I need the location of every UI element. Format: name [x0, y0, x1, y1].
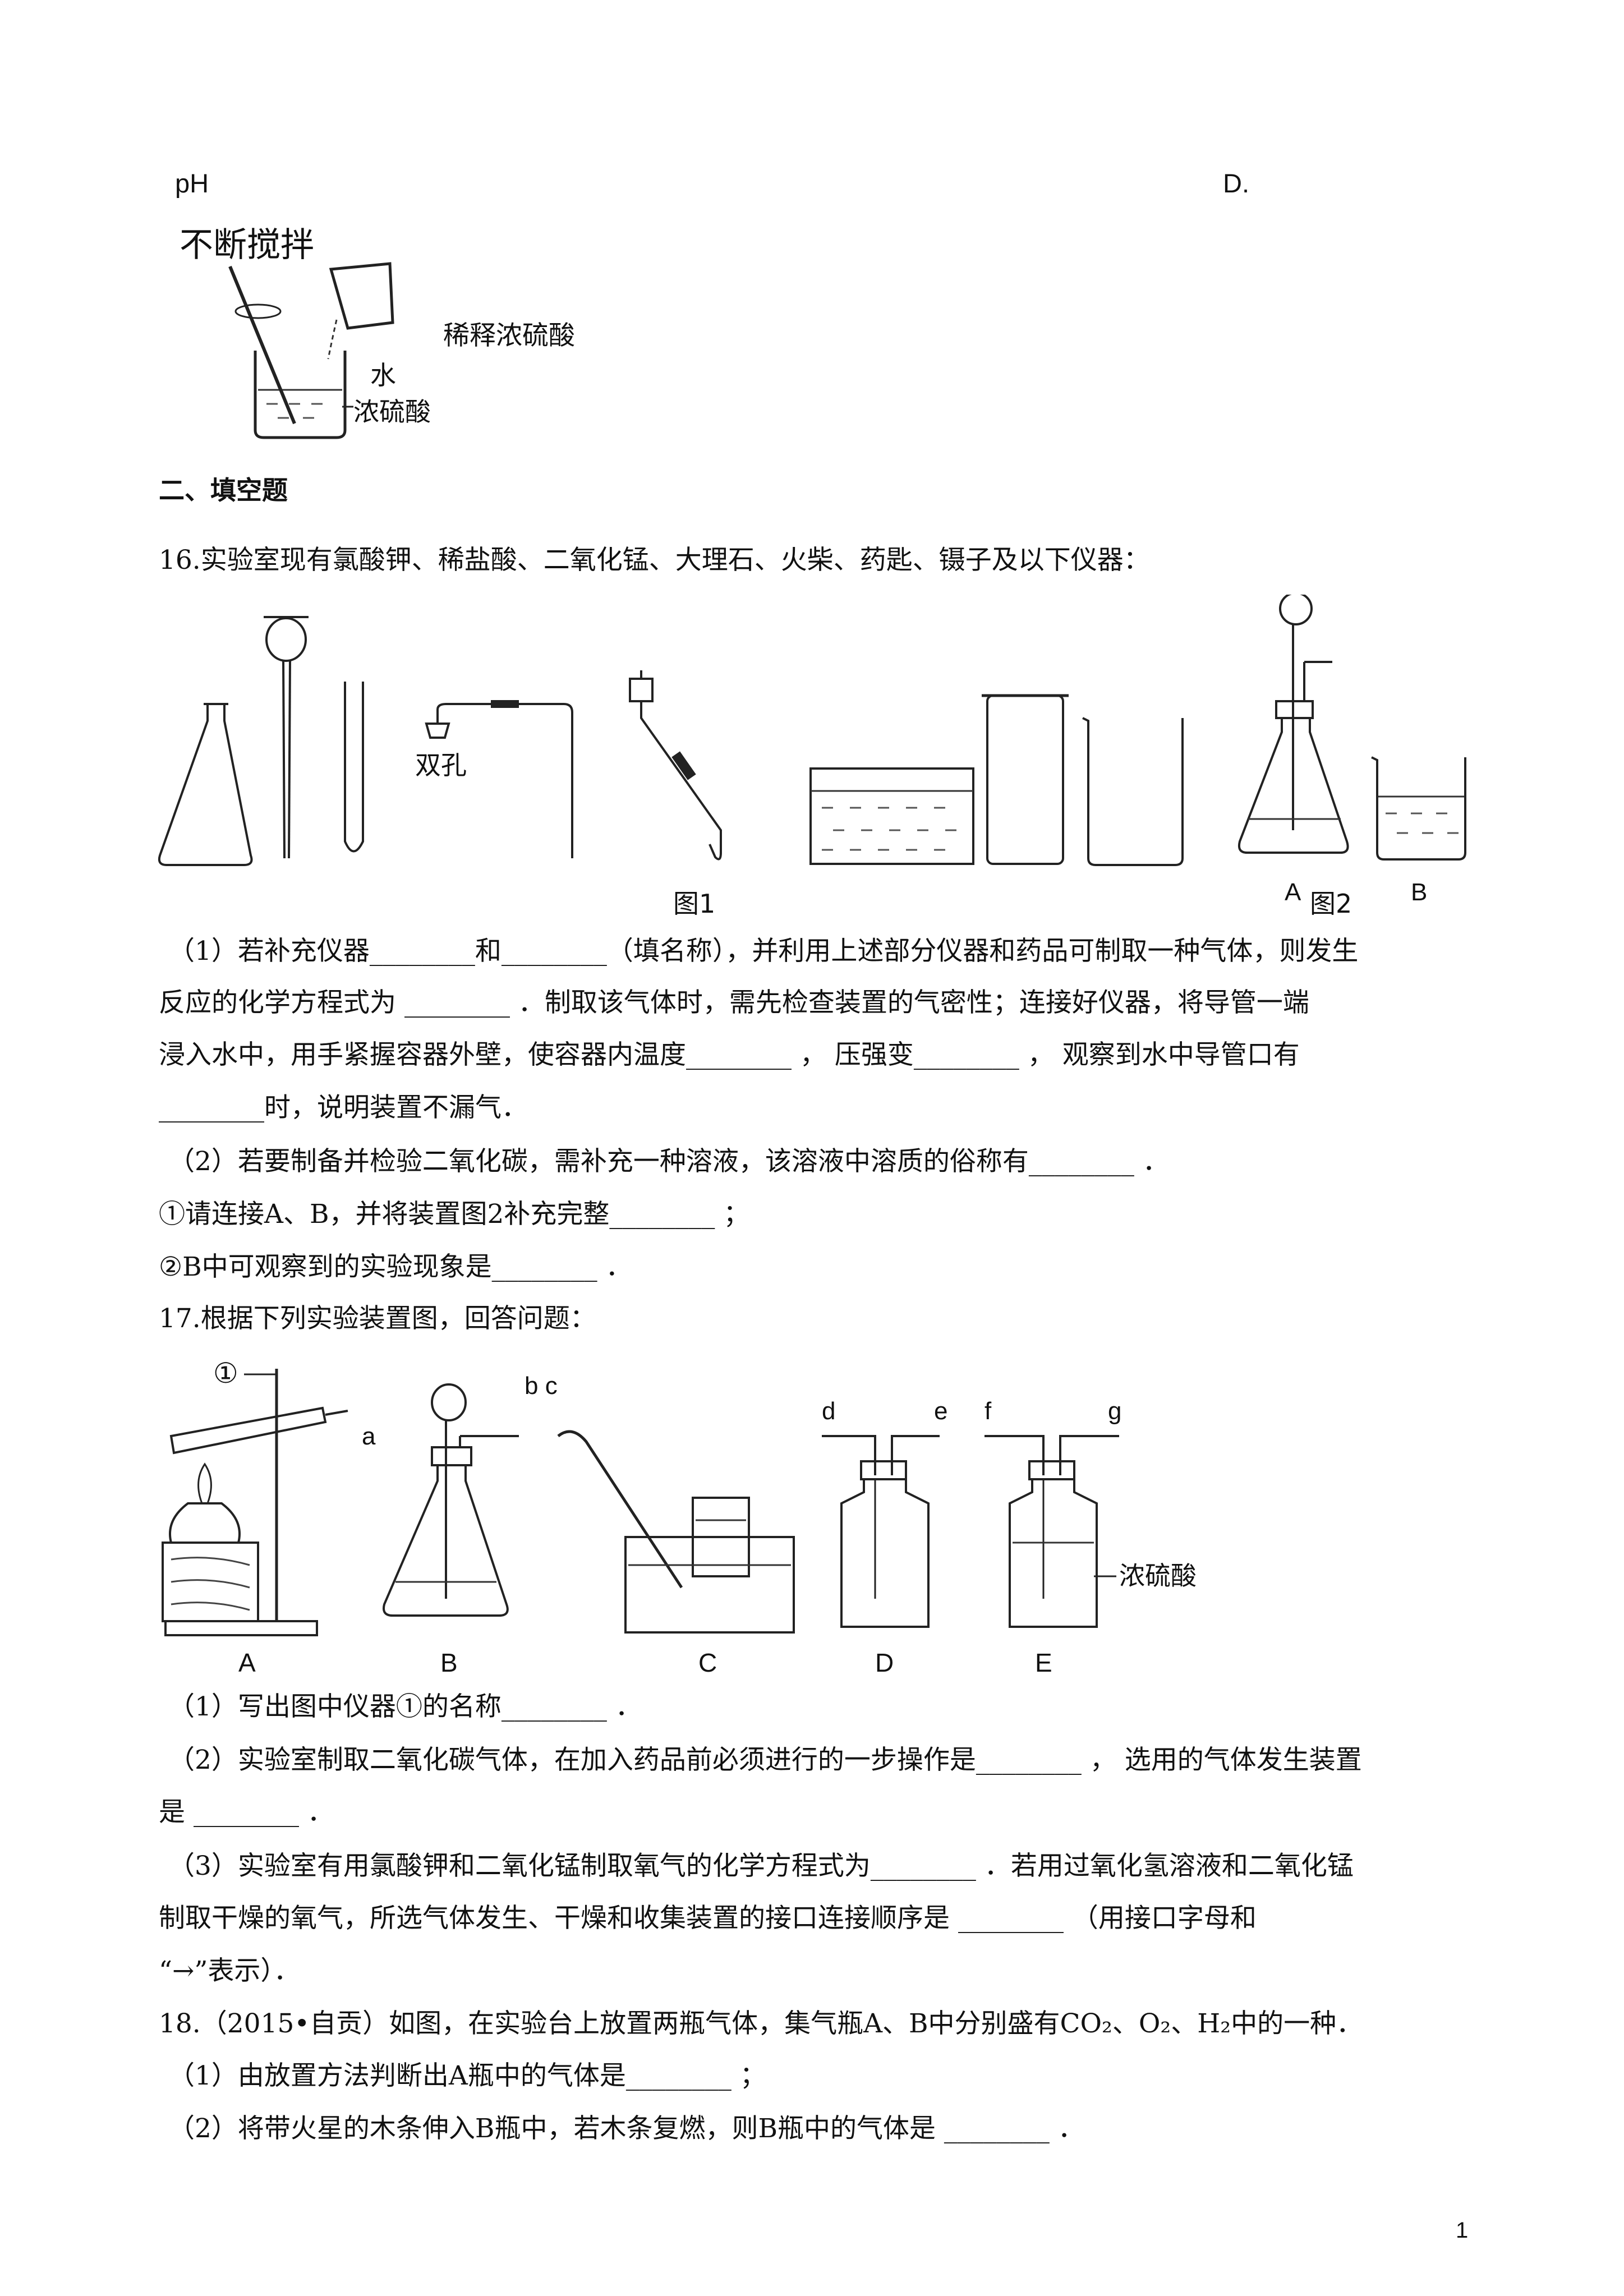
q17-apparatus-figure: ① a b c d e f g: [154, 1352, 1248, 1683]
q16-figure-1: 双孔 A: [154, 592, 1512, 909]
fig2-b-label: B: [1411, 878, 1427, 906]
q16-part2-line2: ①请连接A、B，并将装置图2补充完整________ ；: [159, 1199, 750, 1230]
q17-part2-line2: 是 ________ ．: [159, 1797, 334, 1828]
dilute-acid-figure: 不断搅拌 水 浓硫酸: [168, 222, 449, 440]
water-label: 水: [370, 361, 396, 390]
caption-e: E: [1035, 1648, 1052, 1677]
q16-part1-line2: 反应的化学方程式为 ________ ．制取该气体时，需先检查装置的气密性；连接…: [159, 987, 1309, 1018]
q17-part3-line1: （3）实验室有用氯酸钾和二氧化锰制取氧气的化学方程式为________ ．若用过…: [168, 1851, 1354, 1881]
q16-part1-line3: 浸入水中，用手紧握容器外壁，使容器内温度________ ， 压强变______…: [159, 1039, 1300, 1070]
q16-part1-line4: ________时，说明装置不漏气．: [159, 1092, 528, 1123]
caption-a: A: [238, 1648, 256, 1677]
acid-label: 浓硫酸: [353, 397, 431, 426]
q17-part3-line3: “→”表示）．: [159, 1955, 300, 1986]
q16-part2-line3: ②B中可观察到的实验现象是________ ．: [159, 1251, 632, 1282]
two-hole-label: 双孔: [415, 751, 467, 780]
port-f-label: f: [984, 1397, 992, 1425]
q16-stem: 16.实验室现有氯酸钾、稀盐酸、二氧化锰、大理石、火柴、药匙、镊子及以下仪器：: [159, 545, 1150, 576]
page-number: 1: [1456, 2218, 1469, 2243]
fig1-caption: 图1: [673, 889, 716, 919]
q16-part1-line1: （1）若补充仪器________和________（填名称），并利用上述部分仪器…: [168, 936, 1359, 967]
fig2-a-label: A: [1285, 878, 1301, 906]
caption-b: B: [440, 1648, 458, 1677]
port-bc-label: b c: [525, 1372, 558, 1400]
q17-part1: （1）写出图中仪器①的名称________ ．: [168, 1691, 642, 1722]
q18-part1: （1）由放置方法判断出A瓶中的气体是________ ；: [168, 2060, 766, 2091]
instrument-one-label: ①: [213, 1358, 238, 1389]
port-e-label: e: [934, 1397, 947, 1425]
caption-c: C: [698, 1648, 717, 1677]
q16-part2-line1: （2）若要制备并检验二氧化碳，需补充一种溶液，该溶液中溶质的俗称有_______…: [168, 1146, 1169, 1177]
e-acid-label: 浓硫酸: [1119, 1561, 1197, 1590]
q17-stem: 17.根据下列实验装置图，回答问题：: [159, 1303, 596, 1334]
port-g-label: g: [1108, 1397, 1121, 1425]
q18-part2: （2）将带火星的木条伸入B瓶中，若木条复燃，则B瓶中的气体是 ________ …: [168, 2113, 1084, 2144]
fig2-caption: 图2: [1310, 889, 1352, 919]
q18-stem: 18.（2015•自贡）如图，在实验台上放置两瓶气体，集气瓶A、B中分别盛有CO…: [159, 2008, 1363, 2039]
caption-d: D: [875, 1648, 894, 1677]
port-d-label: d: [822, 1397, 835, 1425]
dilute-acid-caption: 稀释浓硫酸: [443, 320, 575, 351]
port-a-label: a: [362, 1423, 376, 1450]
option-d-label: D.: [1223, 168, 1249, 198]
q17-part2-line1: （2）实验室制取二氧化碳气体，在加入药品前必须进行的一步操作是________ …: [168, 1745, 1362, 1775]
stir-label: 不断搅拌: [180, 226, 314, 264]
section-title: 二、填空题: [159, 475, 288, 505]
ph-label: pH: [175, 168, 209, 198]
q17-part3-line2: 制取干燥的氧气，所选气体发生、干燥和收集装置的接口连接顺序是 ________ …: [159, 1903, 1257, 1934]
